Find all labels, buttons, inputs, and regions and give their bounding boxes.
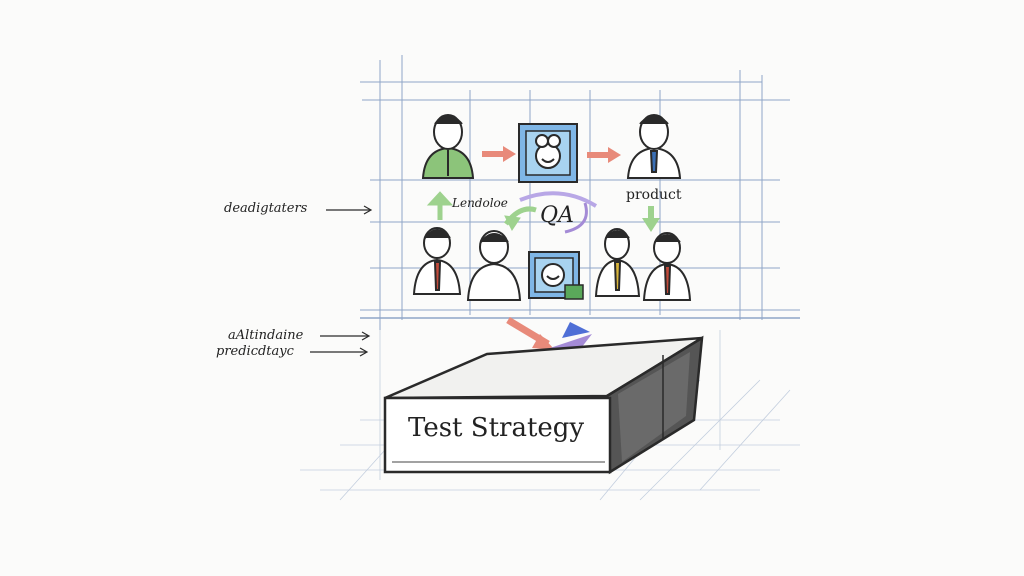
person-tester-2-icon (466, 230, 522, 301)
left-mid-label-1: aAltindaine (228, 328, 304, 343)
qa-monitor-icon (518, 123, 578, 183)
person-product-icon (626, 114, 682, 179)
person-tester-4-icon (642, 232, 692, 301)
test-strategy-box (383, 335, 704, 475)
qa-label: QA (540, 203, 574, 228)
person-tester-1-icon (412, 227, 462, 295)
center-small-label: Lendoloe (451, 196, 508, 210)
left-top-label: deadigtaters (224, 201, 308, 216)
arrow-down-icon (642, 206, 660, 232)
test-monitor-icon (528, 251, 584, 300)
arrow-to-qa-icon (482, 146, 516, 162)
product-label: product (626, 187, 682, 203)
left-mid-label-2: predicdtayc (216, 344, 294, 359)
left-arrows (310, 205, 373, 357)
green-cycle-arrows-icon (426, 191, 537, 231)
qa-cycle-arrow-icon (519, 191, 598, 234)
test-strategy-label: Test Strategy (408, 413, 584, 443)
arrow-to-product-icon (587, 147, 621, 163)
person-tester-3-icon (594, 228, 641, 297)
person-developer-icon (421, 114, 475, 179)
